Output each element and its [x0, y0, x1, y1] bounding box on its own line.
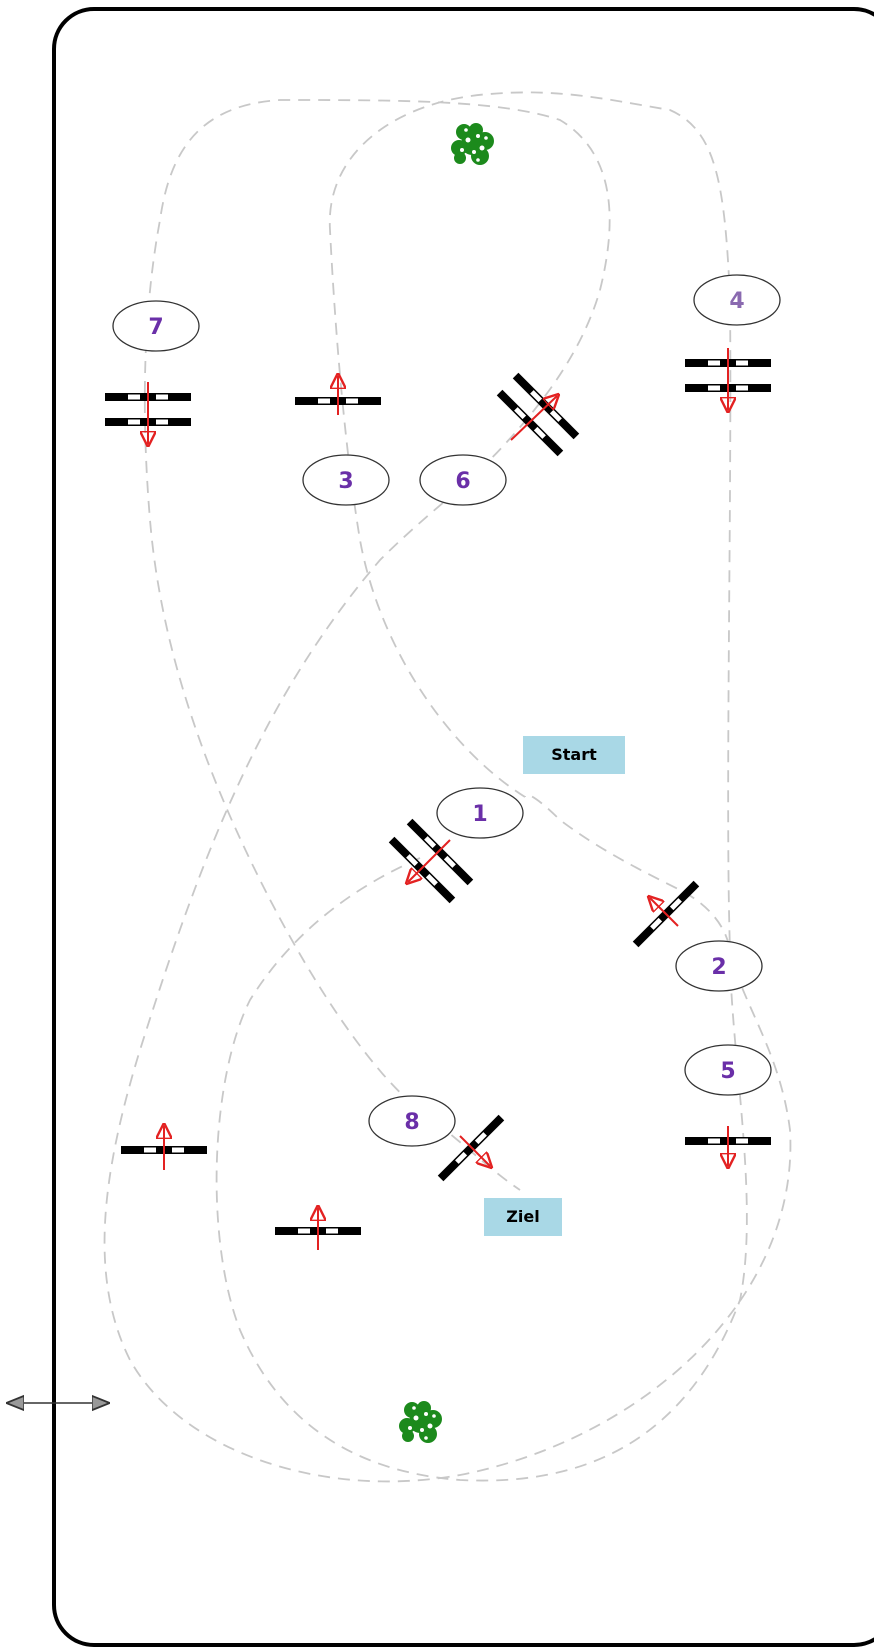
obstacle-1	[388, 818, 474, 904]
obstacle-lower-left	[275, 1208, 361, 1250]
obstacle-3	[295, 376, 381, 415]
start-label: Start	[523, 736, 625, 774]
marker-label-1: 1	[472, 802, 487, 827]
marker-label-8: 8	[404, 1110, 419, 1135]
bush-icon	[451, 123, 494, 165]
marker-label-4: 4	[729, 289, 744, 314]
course-path	[103, 91, 792, 1483]
obstacle-6	[496, 372, 580, 457]
marker-label-7: 7	[148, 315, 163, 340]
obstacle-2	[632, 880, 700, 948]
obstacles	[105, 348, 771, 1250]
marker-label-3: 3	[338, 469, 353, 494]
obstacle-4	[685, 348, 771, 410]
bush-icon	[399, 1401, 442, 1443]
obstacle-left	[121, 1126, 207, 1170]
finish-label: Ziel	[484, 1198, 562, 1236]
obstacle-7	[105, 382, 191, 444]
marker-ellipses	[112, 274, 781, 1147]
arena-border	[52, 7, 874, 1647]
obstacle-8	[437, 1114, 505, 1182]
marker-label-2: 2	[711, 955, 726, 980]
marker-label-5: 5	[720, 1059, 735, 1084]
marker-label-6: 6	[455, 469, 470, 494]
obstacle-5	[685, 1126, 771, 1166]
